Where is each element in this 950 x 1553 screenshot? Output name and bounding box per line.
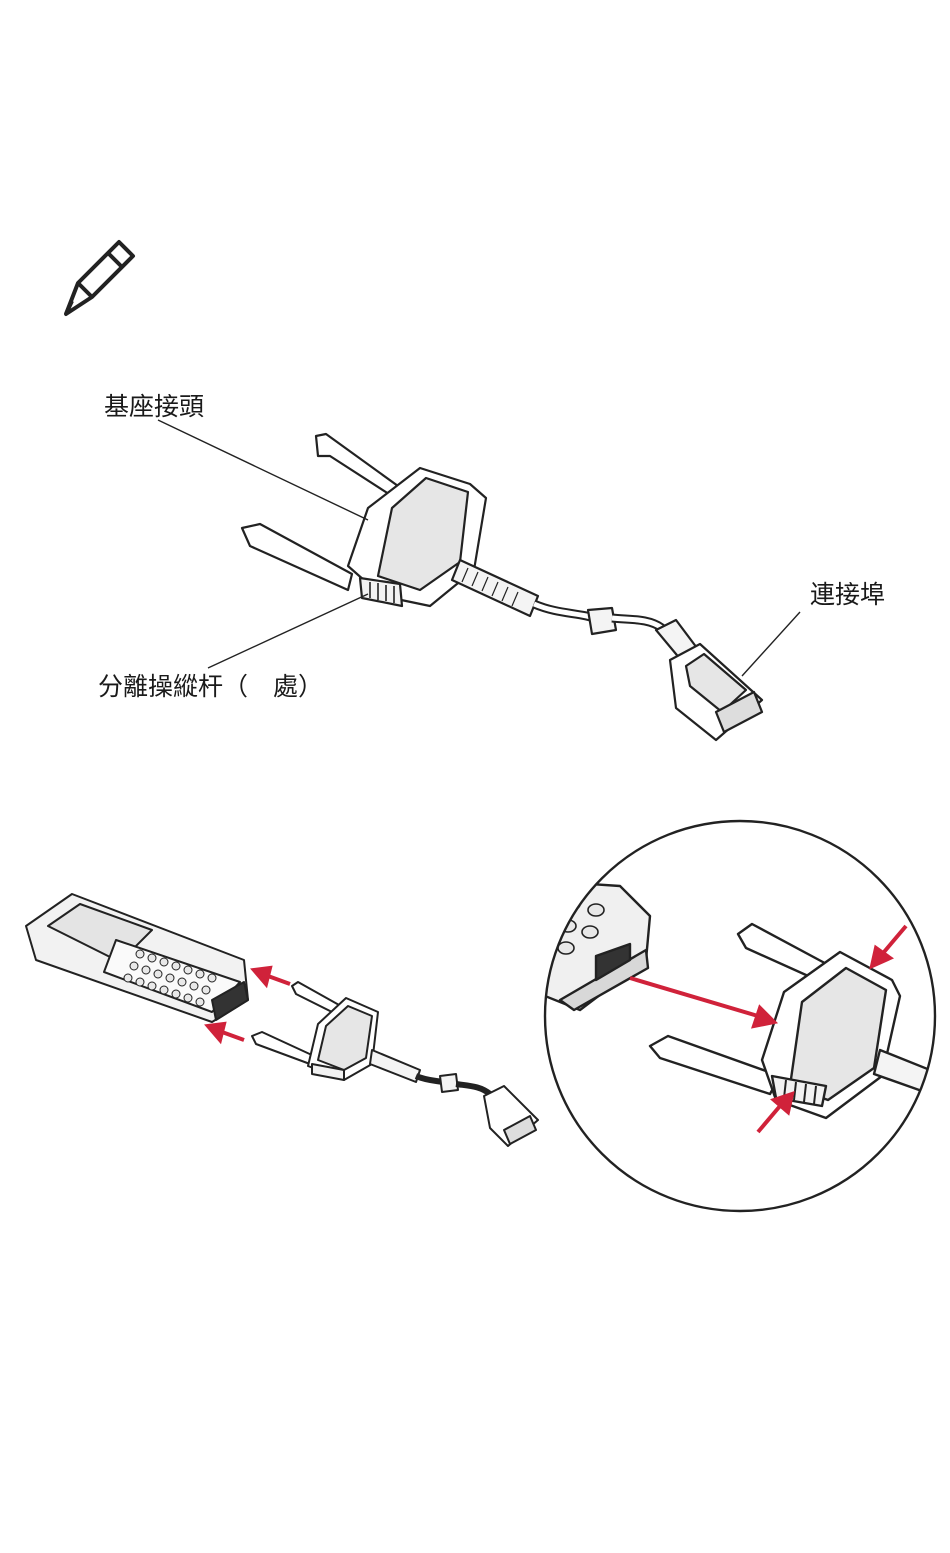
dock-connector-label: 基座接頭: [104, 392, 204, 422]
release-levers-label: 分離操縱杆（ 處）: [98, 672, 323, 702]
connector-port-label: 連接埠: [810, 580, 885, 610]
